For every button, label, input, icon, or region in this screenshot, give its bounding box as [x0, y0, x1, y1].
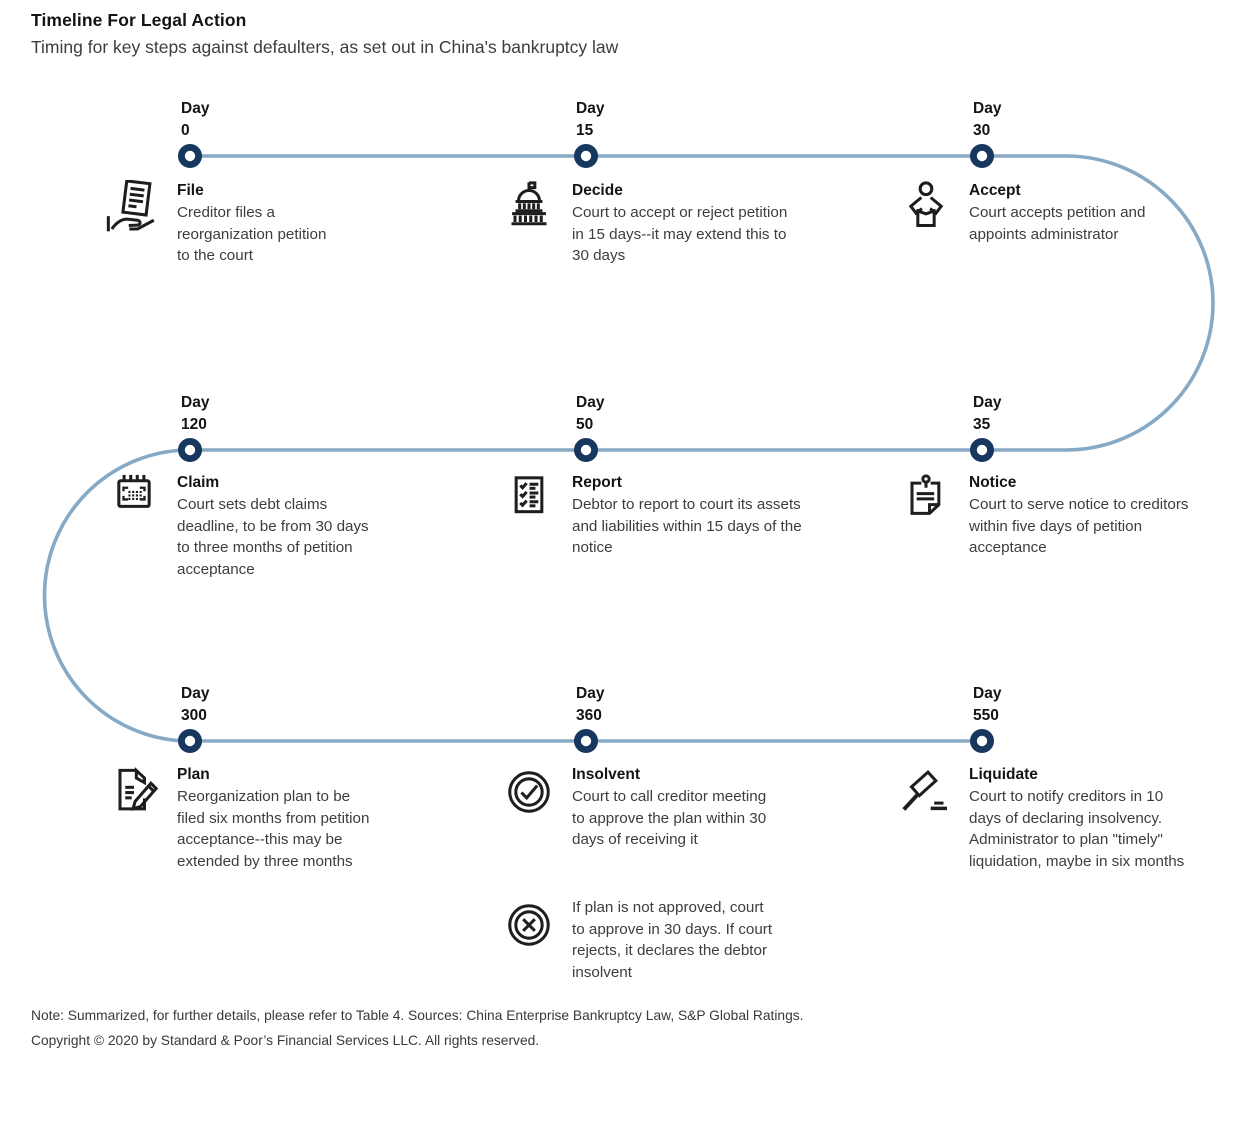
day-label-30: Day 30 — [973, 100, 1002, 139]
footnote: Note: Summarized, for further details, p… — [31, 1008, 804, 1023]
step-description: Court sets debt claims deadline, to be f… — [177, 496, 369, 579]
step-accept: Accept Court accepts petition and appoin… — [898, 180, 1169, 245]
timeline-node-day-120 — [177, 437, 202, 462]
timeline-node-day-50 — [574, 437, 599, 462]
step-title: Accept — [969, 182, 1021, 199]
step-title: File — [177, 182, 204, 199]
timeline-node-day-550 — [970, 729, 995, 754]
day-label-120: Day 120 — [181, 394, 210, 433]
step-description: Court to notify creditors in 10 days of … — [969, 788, 1185, 871]
step-claim: Claim Court sets debt claims deadline, t… — [106, 472, 382, 581]
timeline-node-day-35 — [970, 437, 995, 462]
step-liquidate: Liquidate Court to notify creditors in 1… — [898, 764, 1193, 873]
timeline-node-day-360 — [574, 729, 599, 754]
step-description: Reorganization plan to be filed six mont… — [177, 788, 370, 871]
check-circle-icon — [501, 764, 557, 822]
step-description: Debtor to report to court its assets and… — [572, 496, 802, 557]
step-title: Notice — [969, 474, 1017, 491]
step-description: Court to accept or reject petition in 15… — [572, 204, 788, 265]
step-title: Insolvent — [572, 766, 641, 783]
step-title: Report — [572, 474, 622, 491]
page-title: Timeline For Legal Action — [31, 10, 247, 30]
step-description: Court to call creditor meeting to approv… — [572, 788, 767, 849]
timeline-node-day-300 — [177, 729, 202, 754]
day-label-360: Day 360 — [576, 685, 605, 724]
step-title: Claim — [177, 474, 220, 491]
step-title: Liquidate — [969, 766, 1038, 783]
step-title: Plan — [177, 766, 210, 783]
step-report: Report Debtor to report to court its ass… — [501, 472, 804, 559]
timeline-node-day-30 — [970, 143, 995, 168]
hand-document-icon — [106, 180, 162, 238]
day-label-35: Day 35 — [973, 394, 1002, 433]
person-icon — [898, 180, 954, 238]
step-description: Court to serve notice to creditors withi… — [969, 496, 1189, 557]
page-subtitle: Timing for key steps against defaulters,… — [31, 37, 619, 57]
calendar-icon — [106, 472, 162, 530]
step-file: File Creditor files a reorganization pet… — [106, 180, 342, 267]
step-notice: Notice Court to serve notice to creditor… — [898, 472, 1197, 559]
day-label-50: Day 50 — [576, 394, 605, 433]
step-description: If plan is not approved, court to approv… — [572, 899, 773, 982]
gavel-icon — [898, 764, 954, 822]
step-decide: Decide Court to accept or reject petitio… — [501, 180, 792, 267]
step-insolvent-rejected: If plan is not approved, court to approv… — [501, 897, 780, 984]
copyright: Copyright © 2020 by Standard & Poor’s Fi… — [31, 1033, 540, 1048]
checklist-icon — [501, 472, 557, 530]
day-label-300: Day 300 — [181, 685, 210, 724]
step-insolvent: Insolvent Court to call creditor meeting… — [501, 764, 770, 851]
step-description: Creditor files a reorganization petition… — [177, 204, 327, 265]
step-plan: Plan Reorganization plan to be filed six… — [106, 764, 379, 873]
pinned-note-icon — [898, 472, 954, 530]
x-circle-icon — [501, 897, 557, 955]
day-label-15: Day 15 — [576, 100, 605, 139]
capitol-icon — [501, 180, 557, 238]
step-description: Court accepts petition and appoints admi… — [969, 204, 1146, 243]
day-label-550: Day 550 — [973, 685, 1002, 724]
day-label-0: Day 0 — [181, 100, 210, 139]
step-title: Decide — [572, 182, 623, 199]
timeline-path — [42, 154, 1215, 743]
timeline-node-day-15 — [574, 143, 599, 168]
timeline-node-day-0 — [177, 143, 202, 168]
document-pencil-icon — [106, 764, 162, 822]
